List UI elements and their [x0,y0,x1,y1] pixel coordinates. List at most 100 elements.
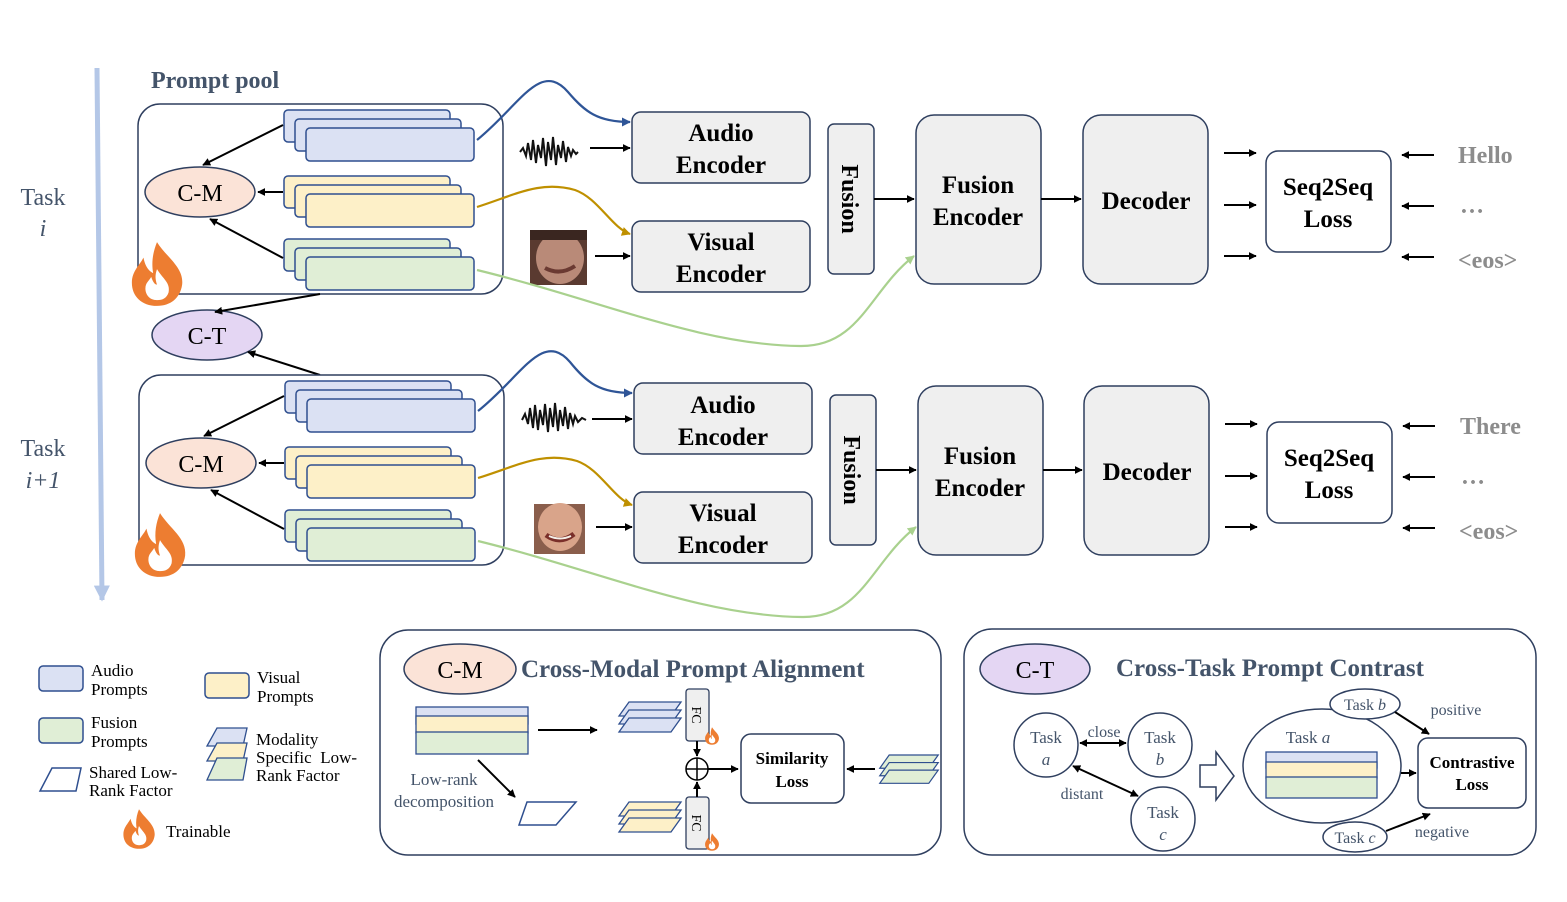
fusion-encoder-label-2: Encoder [935,475,1025,502]
cm-panel-badge [403,643,517,695]
target-token-3: <eos> [1458,248,1517,274]
fusion-encoder-label-1: Fusion [942,172,1014,199]
seq2seq-loss-box [1266,421,1393,524]
legend-shared-label-1: Shared Low- [89,763,178,782]
legend-shared-swatch [38,767,82,792]
legend-modality-swatch [205,727,248,781]
task-c-letter: c [1159,825,1167,844]
stacked-prompts [415,706,529,755]
legend: Audio Prompts Visual Prompts Fusion Prom… [38,661,357,849]
visual-prompt-curve [477,456,633,507]
similarity-loss-label-2: Loss [775,772,808,791]
task-i1-row: C-M Audio Encoder Visual Encoder Fusion … [134,350,1521,619]
seq2seq-loss-label-2: Loss [1304,206,1353,233]
target-token-1: Hello [1458,143,1513,169]
visual-encoder-label-1: Visual [689,500,756,527]
lowrank-label-1: Low-rank [410,770,478,789]
arrow-audio-to-cm [203,395,285,437]
ct-panel-badge [979,643,1091,695]
task-timeline [93,67,110,602]
task-i1-index: i+1 [26,468,61,494]
audio-encoder-label-2: Encoder [678,424,768,451]
implies-arrow-icon [1199,749,1235,803]
legend-audio-label-1: Audio [91,661,134,680]
cm-panel: C-M Cross-Modal Prompt Alignment Low-ran… [379,629,942,856]
fusion-prompt-curve [477,526,917,619]
cm-node-label: C-M [177,181,222,207]
target-token-2: … [1460,193,1484,219]
audio-prompt-stack [284,380,476,433]
task-i-row: C-M Audio Encoder Visual Encoder Fusion … [131,79,1517,348]
cm-panel-badge-label: C-M [437,658,482,684]
task-a-inline-label: Task a [1286,728,1331,747]
task-b-letter: b [1156,750,1165,769]
legend-visual-label-2: Prompts [257,687,314,706]
task-a-prompt-stack [1265,751,1378,799]
audio-waveform [521,402,587,433]
task-a-circle [1013,712,1079,778]
ct-panel-badge-label: C-T [1016,658,1055,684]
task-i-word: Task [21,185,66,211]
lowrank-label-2: decomposition [394,792,495,811]
seq2seq-loss-box [1265,150,1392,253]
seq2seq-loss-label-1: Seq2Seq [1283,174,1373,201]
audio-prompt-curve [476,79,631,141]
audio-encoder-box [631,111,811,184]
audio-factor-stack [618,701,682,733]
decoder-box [1083,385,1210,556]
arrow-pool-i-to-ct [214,293,321,315]
seq2seq-loss-label-1: Seq2Seq [1284,445,1374,472]
fusion-label: Fusion [836,164,862,233]
visual-encoder-box [631,220,811,293]
distant-label: distant [1061,786,1104,803]
ct-panel: C-T Cross-Task Prompt Contrast Task a Ta… [963,628,1537,856]
task-i-index: i [40,216,47,242]
fusion-prompt-stack [284,509,476,562]
fusion-encoder-label-2: Encoder [933,204,1023,231]
visual-encoder-label-2: Encoder [678,532,768,559]
fusion-encoder-box [917,385,1044,556]
arrow-fusion-to-cm [210,489,285,530]
cm-node [145,437,257,489]
legend-modality-label-3: Rank Factor [256,766,340,785]
face-thumbnail [530,230,587,285]
fc-label-top: FC [688,706,703,723]
decoder-label: Decoder [1103,459,1192,486]
task-c-pill [1322,821,1388,853]
task-b-word: Task [1144,728,1176,747]
visual-prompt-curve [476,185,631,236]
arrow-positive [1394,711,1430,735]
decoder-label: Decoder [1102,188,1191,215]
target-token-2: … [1461,464,1485,490]
legend-visual-label-1: Visual [257,668,301,687]
arrow-distant [1072,765,1139,797]
decoder-box [1082,114,1209,285]
legend-shared-label-2: Rank Factor [89,781,173,800]
plus-circle-icon [685,757,709,781]
legend-audio-label-2: Prompts [91,680,148,699]
visual-prompt-stack [283,175,475,228]
similarity-loss-label-1: Similarity [756,749,829,768]
audio-encoder-label-1: Audio [688,120,753,147]
cm-node [144,166,256,218]
visual-encoder-box [633,491,813,564]
cm-panel-title: Cross-Modal Prompt Alignment [521,656,865,683]
task-b-pill [1329,688,1401,720]
fusion-prompt-stack [283,238,475,291]
positive-label: positive [1431,702,1482,719]
contrastive-loss-label-2: Loss [1455,775,1488,794]
fusion-label: Fusion [838,435,864,504]
audio-encoder-box [633,382,813,455]
shared-factor-shape [517,801,578,826]
audio-encoder-label-2: Encoder [676,152,766,179]
legend-fusion-label-2: Prompts [91,732,148,751]
visual-encoder-label-2: Encoder [676,261,766,288]
fusion-factor-stack [879,754,939,784]
fusion-encoder-label-1: Fusion [944,443,1016,470]
arrow-negative [1385,812,1431,832]
task-c-inline-label: Task c [1334,830,1375,847]
audio-encoder-label-1: Audio [690,392,755,419]
visual-prompt-stack [284,446,476,499]
arrow-prompts-to-shared-factor [477,759,516,798]
